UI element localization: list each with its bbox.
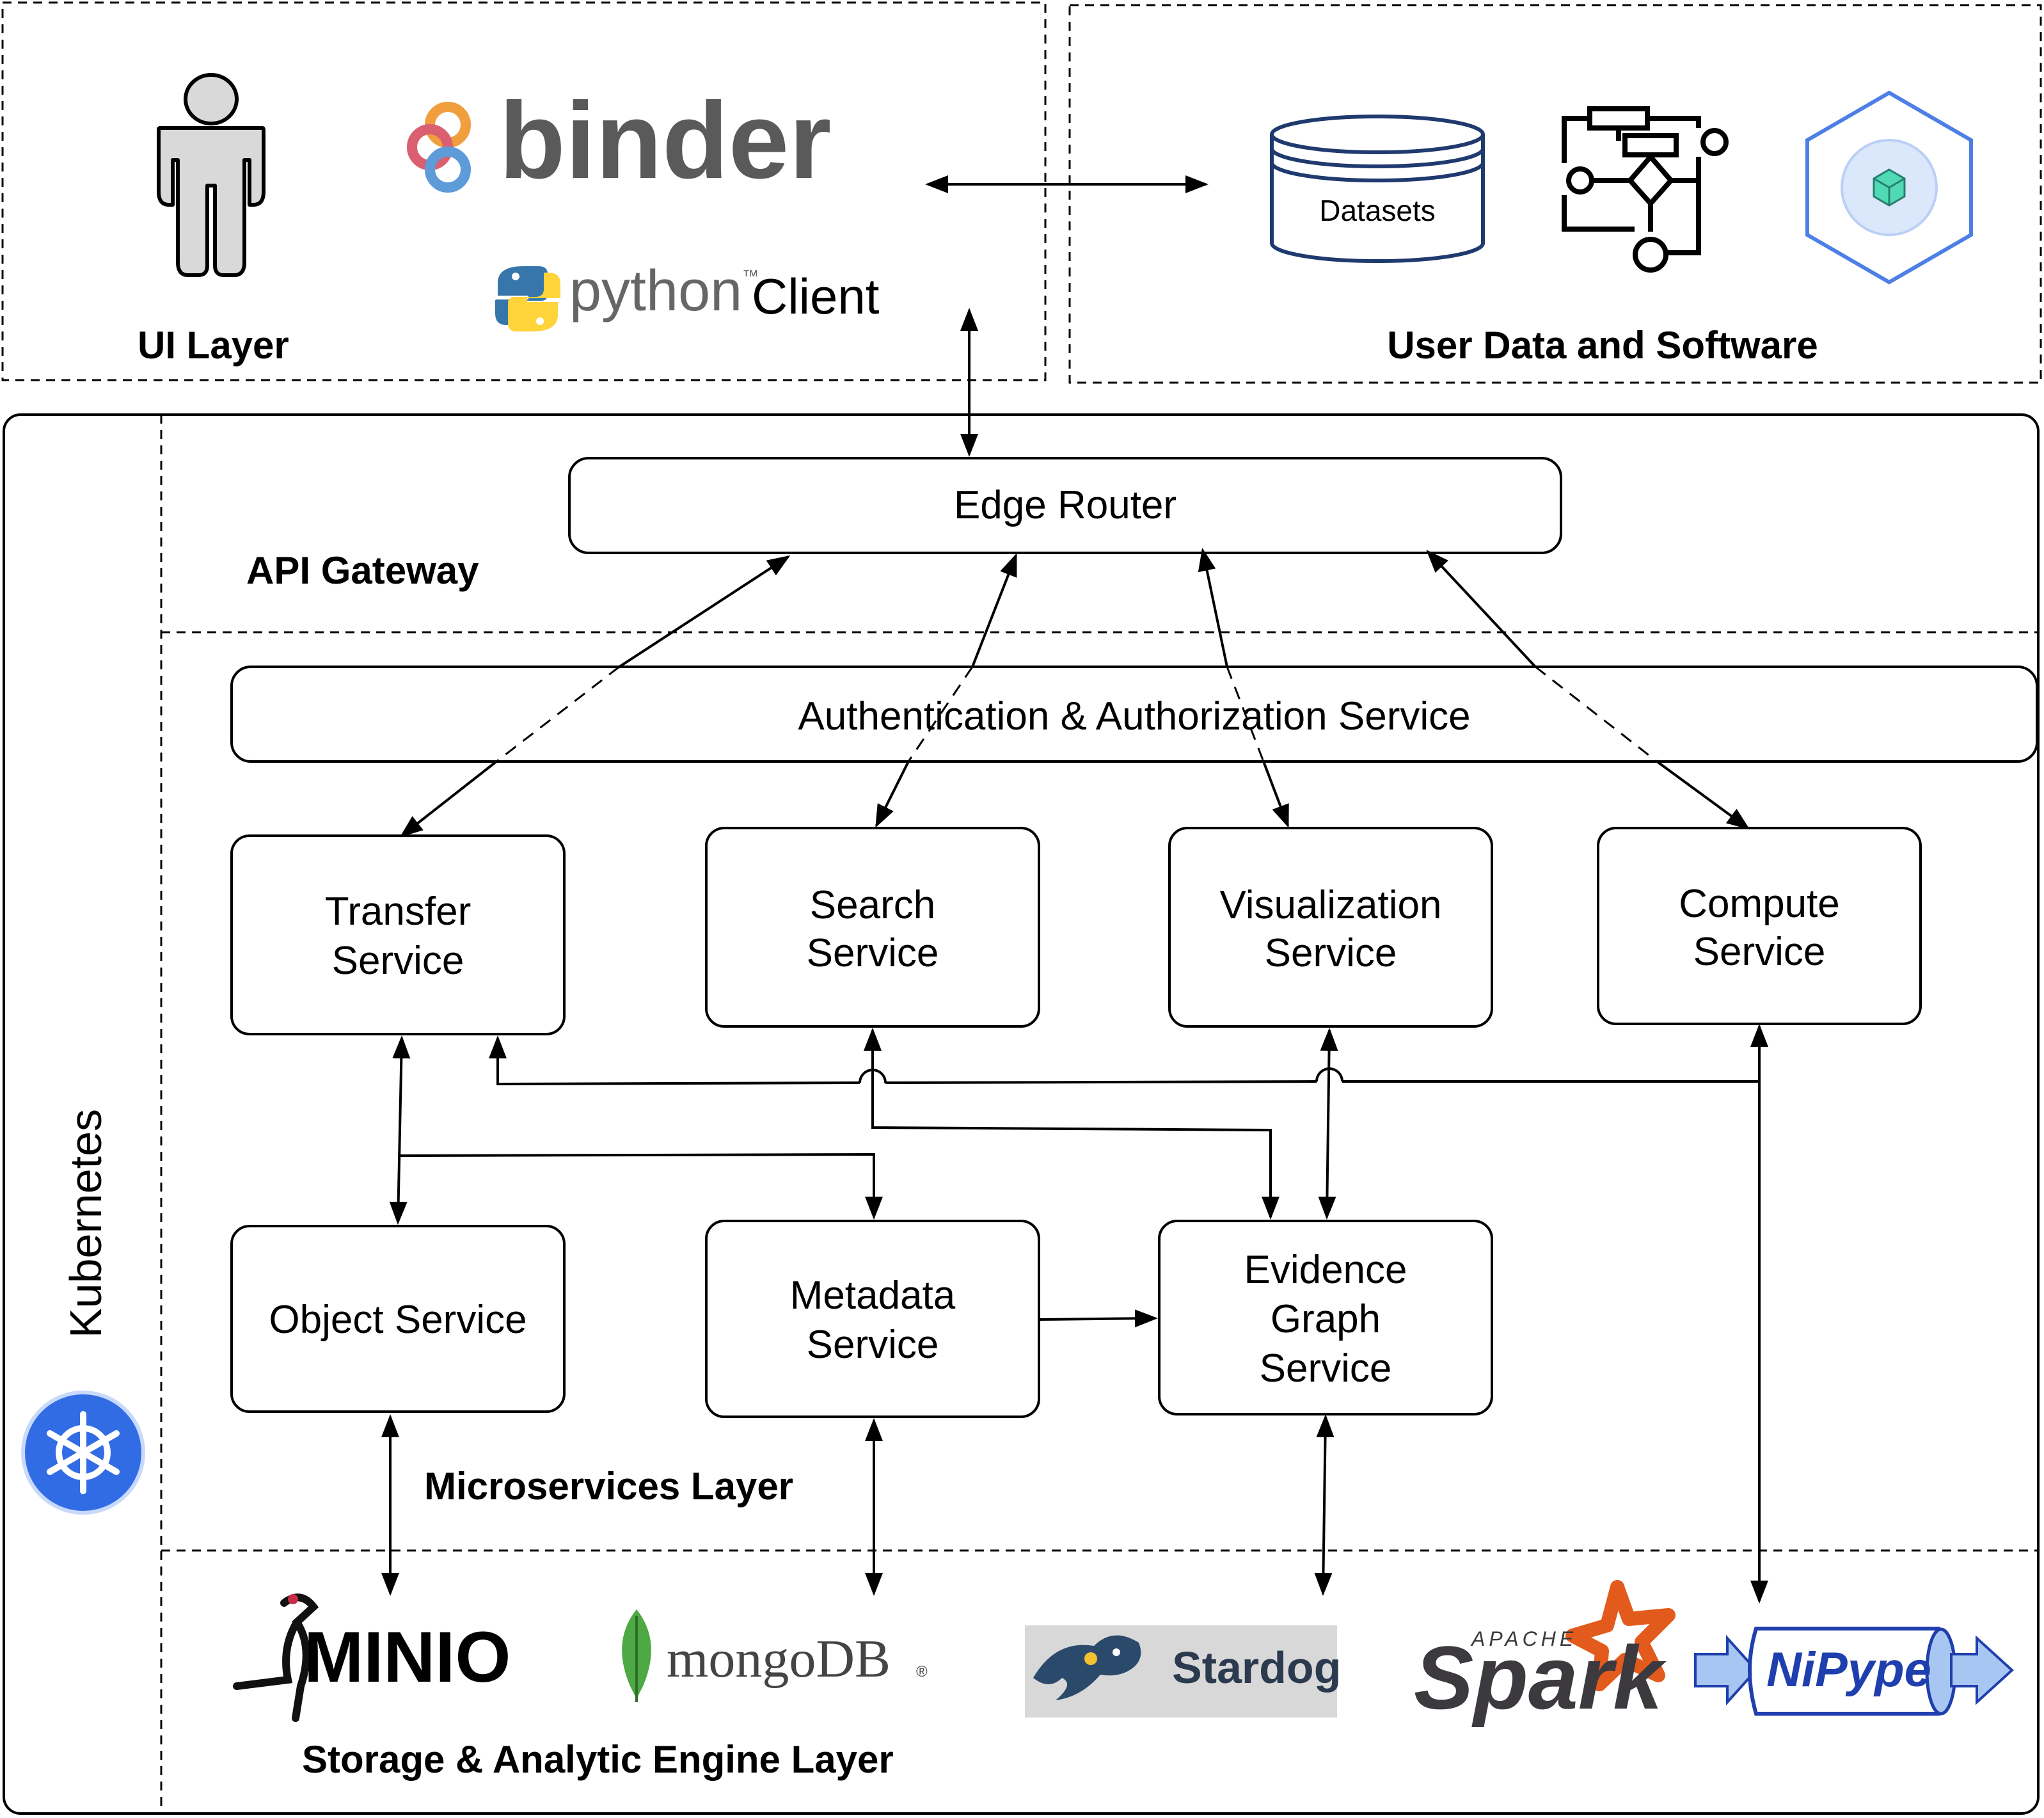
person-icon [157, 73, 265, 277]
ui-layer-title: UI Layer [138, 324, 289, 367]
stardog-dog-icon [1033, 1635, 1141, 1700]
nipype-inflow-arrow-icon [1694, 1634, 1758, 1706]
visualization-service-box [1168, 827, 1493, 1028]
nipype-wordmark: NiPype [1766, 1643, 1931, 1697]
evidence-graph-label-3: Service [1260, 1346, 1392, 1391]
compute-service-label-2: Service [1693, 930, 1826, 974]
evidence-graph-service-box [1158, 1220, 1493, 1415]
edge-router-label: Edge Router [954, 483, 1176, 527]
spark-trademark: ™ [1643, 1699, 1656, 1713]
api-gateway-title: API Gateway [246, 549, 479, 592]
object-service-label: Object Service [269, 1298, 527, 1342]
workflow-icon [1562, 106, 1729, 273]
metadata-service-label-1: Metadata [790, 1273, 956, 1318]
datasets-label: Datasets [1319, 194, 1436, 227]
storage-layer-title: Storage & Analytic Engine Layer [302, 1738, 894, 1781]
evidence-graph-label-1: Evidence [1244, 1248, 1407, 1292]
user-data-title: User Data and Software [1387, 324, 1818, 367]
spark-star-icon [1565, 1580, 1676, 1691]
mongodb-leaf-icon [622, 1609, 651, 1702]
transfer-service-label-1: Transfer [325, 889, 471, 934]
transfer-service-box [230, 834, 566, 1035]
minio-wordmark: MINIO [304, 1617, 511, 1697]
container-hexagon-icon [1805, 90, 1973, 285]
stardog-wordmark: Stardog [1172, 1643, 1341, 1693]
auth-service-box [230, 666, 2038, 763]
edge-router-connections [399, 548, 1750, 838]
search-service-box [705, 827, 1040, 1028]
minio-logo-icon [233, 1593, 319, 1722]
spark-apache-label: APACHE [1470, 1627, 1577, 1650]
spark-logo [1565, 1580, 1676, 1691]
stardog-logo [1025, 1625, 1337, 1718]
compute-service-box [1597, 827, 1922, 1025]
python-trademark: ™ [742, 266, 759, 285]
microservices-layer-title: Microservices Layer [424, 1465, 793, 1508]
internal-connections [381, 1024, 1768, 1604]
compute-service-label-1: Compute [1679, 882, 1840, 926]
search-service-label-1: Search [810, 883, 935, 927]
user-data-region [1068, 4, 2042, 384]
client-label: Client [752, 268, 880, 324]
kubernetes-label: Kubernetes [61, 1109, 111, 1338]
evidence-graph-label-2: Graph [1271, 1297, 1381, 1341]
nipype-logo [1694, 1627, 2014, 1716]
visualization-service-label-2: Service [1265, 931, 1397, 975]
datasets-cylinder-icon [1270, 115, 1485, 263]
kubernetes-cluster [3, 413, 2040, 1815]
binder-logo-icon [407, 102, 471, 193]
python-logo-icon [495, 266, 560, 331]
object-service-box [230, 1225, 566, 1413]
spark-wordmark: Spark [1414, 1627, 1667, 1728]
edge-router-box [568, 457, 1562, 554]
mongodb-wordmark: mongoDB [667, 1629, 891, 1689]
transfer-service-label-2: Service [332, 939, 464, 983]
kubernetes-helm-icon [21, 1391, 145, 1515]
auth-service-label: Authentication & Authorization Service [798, 694, 1470, 738]
metadata-service-box [705, 1220, 1040, 1418]
metadata-service-label-2: Service [807, 1323, 939, 1367]
mongodb-registered: ® [916, 1663, 928, 1680]
visualization-service-label-1: Visualization [1220, 883, 1442, 927]
search-service-label-2: Service [807, 931, 939, 975]
binder-wordmark: binder [499, 80, 831, 202]
nipype-outflow-arrow-icon [1950, 1635, 2014, 1705]
python-wordmark: python [569, 259, 742, 323]
